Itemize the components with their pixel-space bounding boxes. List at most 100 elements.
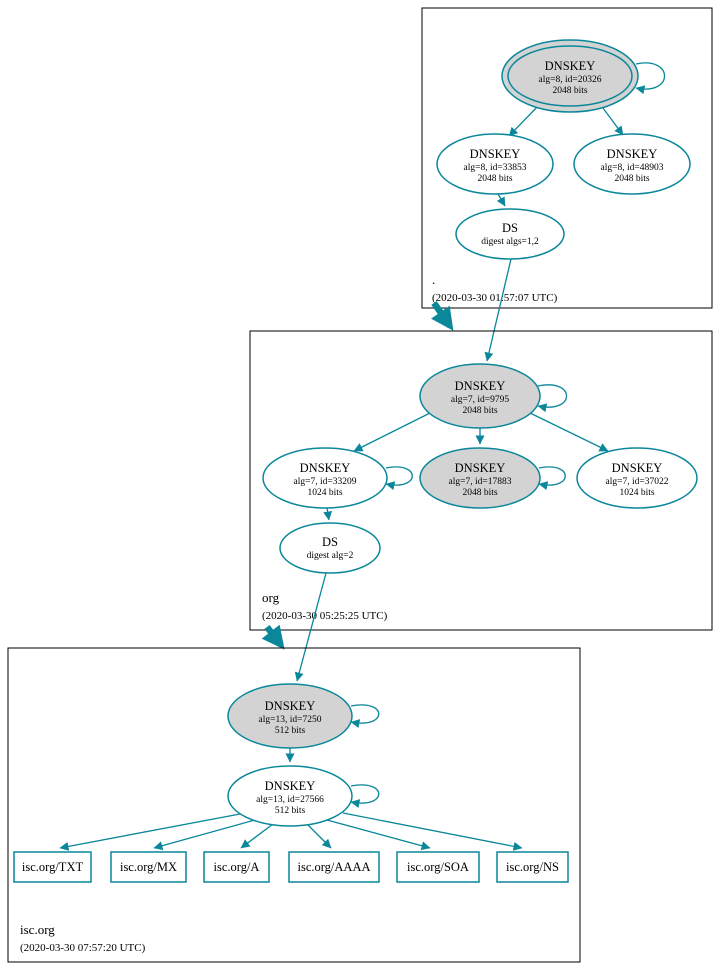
org-ksk2-detail: alg=7, id=17883 [449,477,512,487]
edge-org-ksk-selfsign [537,384,567,413]
org-key3-ellipse [576,447,698,509]
edge-isc-zsk-to-a [240,823,274,849]
zone-isc-timestamp: (2020-03-30 07:57:20 UTC) [20,942,146,954]
zone-isc-box [7,647,581,963]
org-ksk2-node: DNSKEY alg=7, id=17883 2048 bits [419,447,541,509]
root-ksk-detail: alg=8, id=20326 [539,75,602,85]
root-ksk-type: DNSKEY [545,59,596,73]
zone-isc: isc.org (2020-03-30 07:57:20 UTC) DNSKEY… [7,647,581,963]
zone-org-timestamp: (2020-03-30 05:25:25 UTC) [262,610,388,622]
isc-rrset-mx-box [110,851,187,883]
org-ksk-detail: alg=7, id=9795 [451,395,509,405]
edge-org-ksk-to-zsk [353,411,433,452]
delegation-org-to-isc [261,624,285,650]
zone-org-name: org [262,590,280,605]
org-ds-type: DS [322,535,338,549]
isc-rrset-aaaa: isc.org/AAAA [288,851,380,883]
zone-root-timestamp: (2020-03-30 01:57:07 UTC) [432,292,558,304]
isc-rrset-txt-box [13,851,92,883]
isc-rrset-a-label: isc.org/A [214,860,260,874]
isc-ksk-type: DNSKEY [265,699,316,713]
isc-ksk-ellipse [227,683,353,749]
org-ksk-node: DNSKEY alg=7, id=9795 2048 bits [419,363,541,429]
zone-isc-name: isc.org [20,922,55,937]
isc-rrset-soa-label: isc.org/SOA [407,860,469,874]
zone-org: org (2020-03-30 05:25:25 UTC) DNSKEY alg… [249,330,713,682]
root-ds-type: DS [502,221,518,235]
root-key2-ellipse [573,133,691,195]
isc-zsk-type: DNSKEY [265,779,316,793]
org-ksk-ellipse [419,363,541,429]
root-zsk-node: DNSKEY alg=8, id=33853 2048 bits [436,133,554,195]
org-ds-ellipse [279,522,381,574]
isc-ksk-bits: 512 bits [275,726,306,736]
isc-zsk-node: DNSKEY alg=13, id=27566 512 bits [227,765,353,827]
org-key3-type: DNSKEY [612,461,663,475]
org-key3-bits: 1024 bits [619,488,654,498]
edge-isc-ksk-selfsign [350,704,380,728]
root-ds-detail: digest algs=1,2 [481,237,539,247]
org-ksk2-ellipse [419,447,541,509]
edge-root-ksk-selfsign [635,62,665,95]
org-zsk-bits: 1024 bits [307,488,342,498]
isc-rrset-soa-box [396,851,480,883]
zone-root-box [421,7,713,309]
org-ds-detail: digest alg=2 [307,551,354,561]
edge-org-ds-to-isc-ksk [294,572,327,682]
isc-zsk-ellipse [227,765,353,827]
org-key3-node: DNSKEY alg=7, id=37022 1024 bits [576,447,698,509]
root-zsk-ellipse [436,133,554,195]
edge-root-ksk-to-key2 [599,103,624,136]
root-zsk-type: DNSKEY [470,147,521,161]
zone-root-name: . [432,272,435,287]
isc-rrset-a-box [203,851,270,883]
root-zsk-detail: alg=8, id=33853 [464,163,527,173]
isc-rrset-txt: isc.org/TXT [13,851,92,883]
root-key2-node: DNSKEY alg=8, id=48903 2048 bits [573,133,691,195]
isc-rrset-ns: isc.org/NS [496,851,569,883]
isc-rrset-soa: isc.org/SOA [396,851,480,883]
org-zsk-type: DNSKEY [300,461,351,475]
org-key3-detail: alg=7, id=37022 [606,477,669,487]
zone-root: . (2020-03-30 01:57:07 UTC) DNSKEY alg=8… [421,7,713,362]
org-ksk2-type: DNSKEY [455,461,506,475]
org-ksk-type: DNSKEY [455,379,506,393]
edge-org-ksk2-selfsign [538,466,566,491]
root-key2-bits: 2048 bits [614,174,649,184]
root-ksk-bits: 2048 bits [552,86,587,96]
isc-zsk-bits: 512 bits [275,806,306,816]
root-zsk-bits: 2048 bits [477,174,512,184]
isc-rrset-aaaa-box [288,851,380,883]
root-key2-detail: alg=8, id=48903 [601,163,664,173]
org-ds-node: DS digest alg=2 [279,522,381,574]
edge-org-ksk-to-key3 [527,411,609,452]
root-ds-ellipse [455,208,565,260]
edge-org-zsk-to-ds [323,507,333,521]
isc-zsk-detail: alg=13, id=27566 [256,795,324,805]
isc-rrset-aaaa-label: isc.org/AAAA [297,860,370,874]
edge-org-zsk-selfsign [385,466,413,491]
edge-root-ds-to-org-ksk [484,258,512,362]
isc-rrset-a: isc.org/A [203,851,270,883]
isc-ksk-detail: alg=13, id=7250 [259,715,322,725]
edge-root-ksk-to-zsk [508,103,541,137]
isc-ksk-node: DNSKEY alg=13, id=7250 512 bits [227,683,353,749]
root-key2-type: DNSKEY [607,147,658,161]
isc-rrset-ns-box [496,851,569,883]
root-ksk-ellipse-outer [501,39,639,113]
isc-rrset-ns-label: isc.org/NS [506,860,559,874]
edge-isc-zsk-to-soa [326,819,431,851]
delegation-root-to-org [431,301,454,331]
edge-root-zsk-to-ds [496,193,506,207]
org-zsk-ellipse [262,447,388,509]
org-zsk-detail: alg=7, id=33209 [294,477,357,487]
edge-isc-zsk-to-aaaa [306,823,332,849]
root-ds-node: DS digest algs=1,2 [455,208,565,260]
zone-org-box [249,330,713,631]
org-ksk-bits: 2048 bits [462,406,497,416]
root-ksk-node: DNSKEY alg=8, id=20326 2048 bits [501,39,639,113]
root-ksk-ellipse-inner [507,45,633,107]
edge-isc-zsk-to-txt [59,813,241,851]
